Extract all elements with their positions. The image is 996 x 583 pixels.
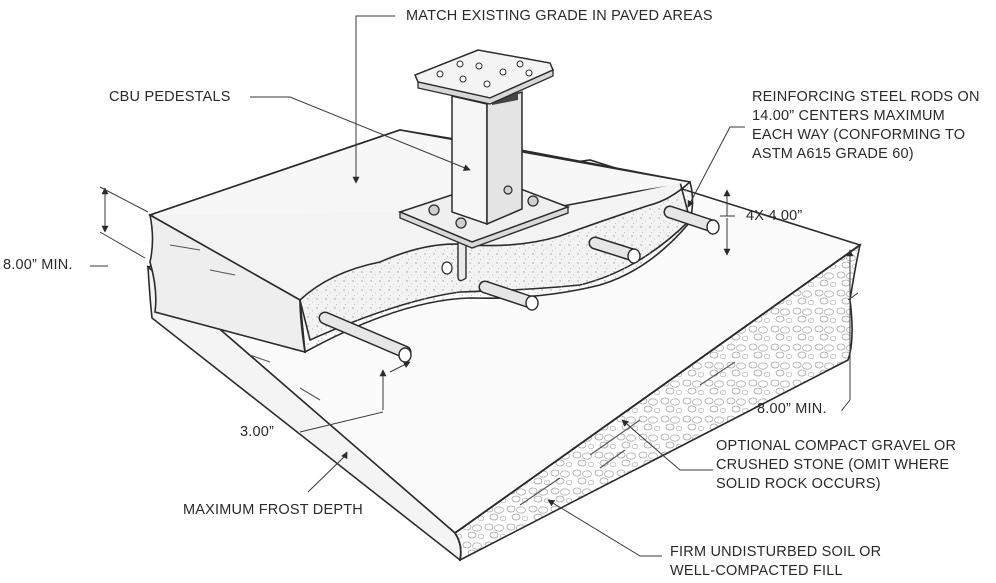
- anchor-bolt: [457, 238, 467, 282]
- gravel-line-1: OPTIONAL COMPACT GRAVEL OR: [716, 438, 957, 454]
- soil-line-2: WELL-COMPACTED FILL: [670, 563, 843, 579]
- label-reinforcing-rods: REINFORCING STEEL RODS ON 14.00” CENTERS…: [752, 88, 980, 164]
- label-rod-cover: 3.00”: [240, 424, 275, 440]
- label-gravel: OPTIONAL COMPACT GRAVEL OR CRUSHED STONE…: [716, 437, 956, 494]
- label-rod-spacing: 4X 4.00”: [746, 208, 803, 224]
- label-soil: FIRM UNDISTURBED SOIL OR WELL-COMPACTED …: [670, 543, 881, 581]
- gravel-line-3: SOLID ROCK OCCURS): [716, 476, 881, 492]
- soil-line-1: FIRM UNDISTURBED SOIL OR: [670, 544, 882, 560]
- concrete-slab: [148, 129, 694, 354]
- reinforcing-line-4: ASTM A615 GRADE 60): [752, 146, 914, 162]
- label-frost-depth: MAXIMUM FROST DEPTH: [183, 502, 363, 518]
- label-slab-depth: 8.00” MIN.: [3, 257, 73, 273]
- label-gravel-depth: 8.00” MIN.: [757, 401, 827, 417]
- leader-lines: [90, 15, 859, 557]
- reinforcing-line-1: REINFORCING STEEL RODS ON: [752, 89, 980, 105]
- gravel-line-2: CRUSHED STONE (OMIT WHERE: [716, 457, 950, 473]
- label-match-grade: MATCH EXISTING GRADE IN PAVED AREAS: [406, 8, 713, 24]
- reinforcing-line-3: EACH WAY (CONFORMING TO: [752, 127, 966, 143]
- reinforcing-line-2: 14.00” CENTERS MAXIMUM: [752, 108, 945, 124]
- rebar-rods: [318, 205, 720, 363]
- cbu-pedestal: [397, 49, 571, 249]
- label-cbu-pedestals: CBU PEDESTALS: [109, 89, 231, 105]
